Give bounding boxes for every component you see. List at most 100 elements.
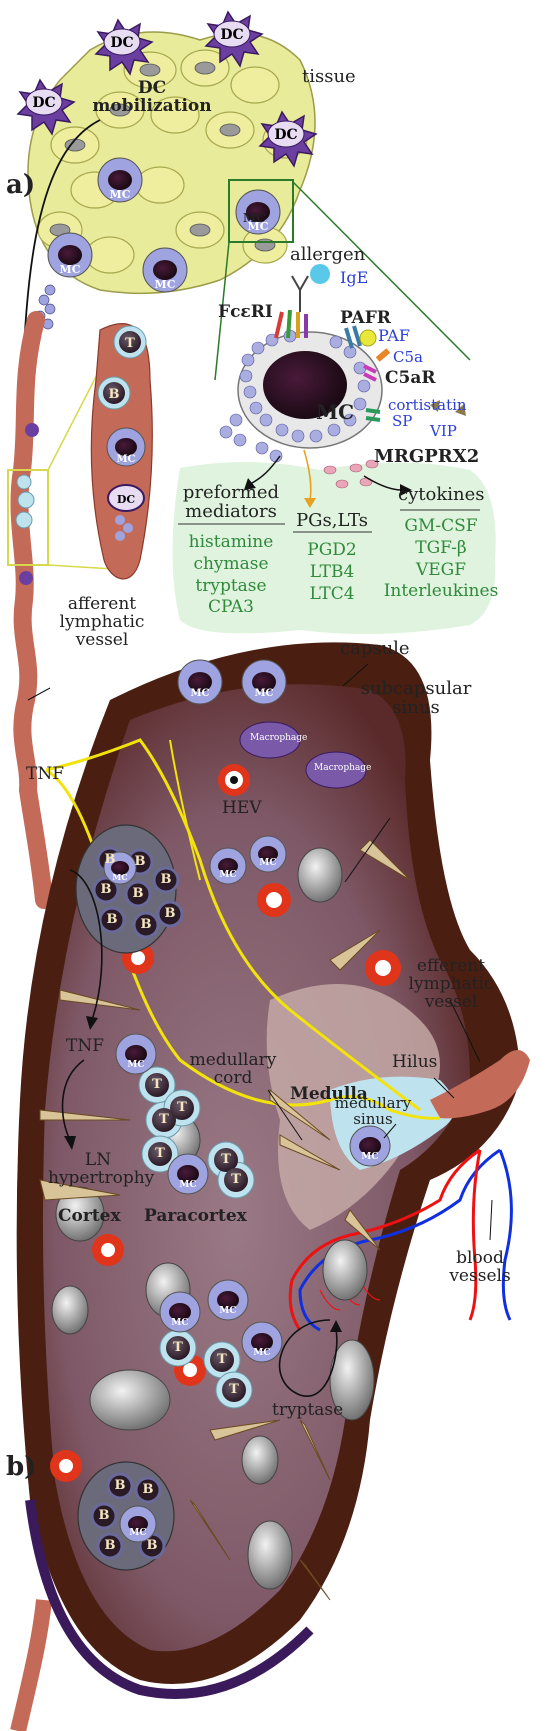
node-mc-letter: MC (361, 1152, 379, 1162)
t-cell-letter: T (217, 1352, 227, 1367)
c5a-ligand (375, 348, 391, 362)
node-mc-letter: MC (171, 1318, 189, 1328)
dc-mobilization-line2: mobilization (92, 95, 212, 116)
mrgprx2-receptor (365, 408, 381, 422)
mc-label: MC (248, 220, 269, 233)
dc-label: DC (274, 127, 297, 143)
macrophage-label: Macrophage (314, 763, 372, 773)
preformed-items: histamine chymase tryptase CPA3 (176, 532, 286, 619)
capsule-label: capsule (340, 638, 410, 659)
c5ar-label: C5aR (385, 368, 436, 388)
hev-label: HEV (222, 798, 262, 818)
b-cell-letter: B (98, 1508, 110, 1523)
b-cell-letter: B (164, 906, 176, 921)
t-cell-letter: T (231, 1172, 241, 1187)
mc-label: MC (116, 454, 135, 465)
afferent-line: lymphatic (59, 611, 145, 632)
dc-label: DC (220, 27, 243, 43)
panel-label-b: b) (6, 1452, 37, 1482)
medullary-sinus-line: medullary (334, 1094, 412, 1112)
efferent-line: efferent (416, 956, 486, 976)
afferent-lymphatic-vessel (10, 311, 45, 799)
released-granules (323, 459, 379, 489)
b-cell-letter: B (100, 882, 112, 897)
preformed-title-line1: preformed (182, 482, 280, 503)
hilus-label: Hilus (392, 1052, 438, 1072)
sp-label: SP (392, 412, 413, 430)
afferent-vessel-label: afferent lymphatic vessel (52, 595, 152, 650)
b-cell-letter: B (140, 917, 152, 932)
t-cell-letter: T (155, 1146, 165, 1161)
dc-mobilization-label: DC mobilization (92, 79, 212, 116)
node-mc-letter: MC (219, 870, 237, 880)
pafr-receptor (344, 325, 362, 349)
c5ar-receptor (363, 364, 377, 382)
node-mc-letter: MC (127, 1060, 145, 1070)
b-cell-label: B (109, 387, 120, 402)
cortistatin-label: cortistatin (388, 396, 467, 414)
b-cell-letter: B (142, 1482, 154, 1497)
mc-label: MC (110, 188, 131, 201)
t-cell-label: T (125, 336, 135, 351)
medullary-cord-line: medullary (189, 1050, 277, 1070)
t-cell-letter: T (177, 1100, 187, 1115)
paf-ligand (359, 329, 377, 347)
node-mc-letter: MC (253, 1348, 271, 1358)
t-cell-letter: T (221, 1152, 231, 1167)
b-cell-letter: B (106, 912, 118, 927)
mc-detail-box-label: MC (243, 211, 266, 225)
medullary-sinus-line: sinus (353, 1109, 393, 1128)
tissue-nuclei (49, 61, 276, 252)
fceri-receptor (274, 309, 308, 339)
ln-hypertrophy-line: hypertrophy (48, 1167, 155, 1188)
b-cell-letter: B (132, 886, 144, 901)
preformed-title-line2: mediators (185, 500, 277, 522)
b-cell-letter: B (114, 1478, 126, 1493)
macrophages (239, 721, 367, 789)
blood-vessels-label: blood vessels (440, 1249, 520, 1286)
mc-highlight-box (228, 179, 294, 243)
preformed-item: histamine (188, 532, 274, 552)
b-cell-letter: B (134, 854, 146, 869)
medulla-label: Medulla (290, 1084, 368, 1104)
vessel-zoom-box (7, 469, 49, 566)
cytokines-items: GM-CSF TGF-β VEGF Interleukines (382, 516, 500, 603)
pafr-label: PAFR (340, 308, 391, 328)
t-cell-letter: T (152, 1077, 162, 1092)
paracortex-label: Paracortex (144, 1206, 247, 1226)
mrgprx2-label: MRGPRX2 (374, 446, 480, 467)
node-mc-letter: MC (190, 688, 210, 699)
cytokine-item: Interleukines (383, 581, 499, 602)
dc-label: DC (110, 35, 133, 51)
pgs-lts-item: PGD2 (307, 540, 357, 560)
node-mast-cells (103, 659, 391, 1543)
node-mc-letter: MC (254, 688, 274, 699)
dc-label: DC (117, 493, 136, 506)
preformed-item: CPA3 (208, 597, 254, 618)
preformed-item: chymase (193, 553, 269, 574)
medullary-cord-label: medullary cord (188, 1050, 278, 1088)
pgs-lts-items: PGD2 LTB4 LTC4 (290, 540, 374, 605)
panel-label-a: a) (6, 170, 36, 200)
paf-label: PAF (378, 326, 410, 345)
preformed-mediators-title: preformed mediators (176, 482, 286, 522)
t-cell-letter: T (159, 1112, 169, 1127)
subcapsular-line: subcapsular (360, 678, 472, 699)
tnf-label-1: TNF (26, 764, 65, 784)
pgs-lts-item: LTB4 (309, 561, 355, 582)
subcapsular-line: sinus (392, 696, 440, 718)
node-mc-letter: MC (179, 1180, 197, 1190)
cytokine-item: TGF-β (415, 537, 467, 558)
cytokine-item: GM-CSF (404, 516, 478, 536)
cytokine-item: VEGF (415, 559, 467, 580)
hev-vessels (50, 764, 401, 1482)
ln-hypertrophy-label: LN hypertrophy (48, 1151, 155, 1188)
tissue-mast-cells (47, 157, 281, 293)
b-cell-letter: B (104, 1538, 116, 1553)
macrophage-label: Macrophage (250, 733, 308, 743)
blood-vessel-red (288, 1148, 481, 1331)
cytokines-title: cytokines (398, 484, 485, 505)
efferent-line: vessel (424, 991, 478, 1012)
preformed-item: tryptase (195, 575, 267, 596)
